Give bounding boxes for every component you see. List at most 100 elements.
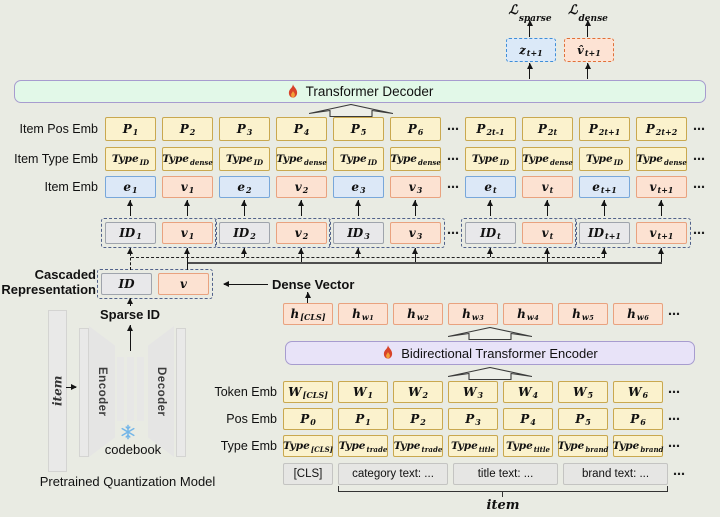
codebook-bar (137, 357, 144, 421)
item-pos-emb-label: Item Pos Emb (19, 122, 99, 136)
arrow-up (355, 247, 362, 257)
dense-vector-label: Dense Vector (272, 277, 355, 292)
ellipsis: ⋯ (668, 439, 680, 453)
arrow-up (412, 247, 419, 262)
quant-layer-bar (79, 328, 89, 457)
dense-prediction-box: v̂t+1 (564, 38, 614, 62)
flame-icon (384, 345, 393, 359)
transformer-decoder-bar: Transformer Decoder (14, 80, 706, 103)
type-emb-label: Type Emb (220, 439, 277, 453)
dense-connector-line (187, 262, 662, 264)
emb-box: W[CLS] (283, 381, 333, 403)
arrow-up (184, 247, 191, 270)
item-brace (338, 486, 668, 492)
text-box: brand text: ... (563, 462, 668, 485)
snowflake-icon (121, 424, 135, 440)
arrow-up (601, 199, 608, 216)
ellipsis: ⋯ (693, 180, 705, 194)
emb-box: h[CLS] (283, 303, 333, 325)
arrow-up (355, 199, 362, 216)
quant-encoder: Encoder (89, 326, 115, 457)
ellipsis: ⋯ (693, 225, 705, 240)
dense-vector-arrow (223, 281, 268, 288)
transformer-encoder-bar: Bidirectional Transformer Encoder (285, 341, 695, 365)
pos-emb-label: Pos Emb (226, 412, 277, 426)
arrow-up (544, 199, 551, 216)
quant-decoder: Decoder (148, 326, 174, 457)
ellipsis: ⋯ (447, 180, 459, 194)
text-box: category text: ... (338, 462, 448, 485)
arrow-up (304, 291, 311, 303)
item-emb-label: Item Emb (44, 180, 99, 194)
arrow-up (241, 247, 248, 257)
quant-layer-bar (176, 328, 186, 457)
sparse-connector-line (130, 257, 605, 258)
quant-input-arrow (66, 384, 77, 391)
arrow-up (584, 62, 591, 79)
ellipsis: ⋯ (673, 466, 685, 481)
arrow-up (127, 199, 134, 216)
ellipsis: ⋯ (447, 122, 459, 136)
ellipsis: ⋯ (668, 385, 680, 399)
arrow-up (487, 247, 494, 257)
ellipsis: ⋯ (447, 225, 459, 240)
block-arrow-up (448, 327, 532, 340)
sparse-id-label: Sparse ID (100, 307, 160, 322)
ellipsis: ⋯ (668, 412, 680, 426)
ellipsis: ⋯ (447, 152, 459, 166)
arrow-up (127, 324, 134, 351)
block-arrow-up (448, 367, 532, 380)
arrow-up (127, 247, 134, 270)
arrow-up (298, 247, 305, 262)
arrow-up (544, 247, 551, 262)
arrow-up (526, 62, 533, 79)
